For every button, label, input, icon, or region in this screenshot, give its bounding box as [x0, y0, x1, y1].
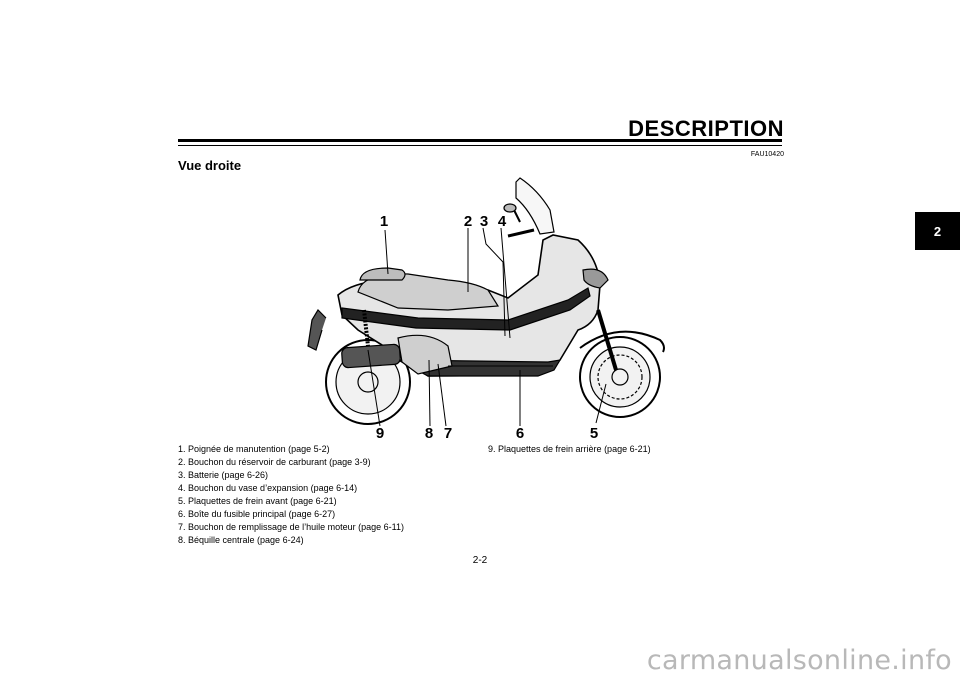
document-code: FAU10420: [750, 151, 784, 158]
legend-item: 7. Bouchon de remplissage de l’huile mot…: [178, 522, 404, 532]
callout-9: 9: [376, 425, 384, 442]
callout-7: 7: [444, 425, 452, 442]
rear-wheel: [325, 339, 411, 425]
legend-left: 1. Poignée de manutention (page 5-2) 2. …: [178, 443, 404, 547]
page-number: 2-2: [472, 555, 488, 566]
callout-3: 3: [480, 213, 488, 230]
legend-item: 2. Bouchon du réservoir de carburant (pa…: [178, 457, 371, 467]
header-rule-thick: [178, 139, 782, 142]
callout-1: 1: [380, 213, 388, 230]
page-title: DESCRIPTION: [628, 116, 784, 141]
callout-5: 5: [590, 425, 598, 442]
legend-item: 8. Béquille centrale (page 6-24): [178, 535, 304, 545]
legend-item: 1. Poignée de manutention (page 5-2): [178, 444, 330, 454]
legend-item: 9. Plaquettes de frein arrière (page 6-2…: [488, 444, 651, 454]
front-wheel: [579, 336, 661, 418]
legend-item: 4. Bouchon du vase d’expansion (page 6-1…: [178, 483, 358, 493]
legend-item: 6. Boîte du fusible principal (page 6-27…: [178, 509, 336, 519]
watermark: carmanualsonline.info: [646, 645, 952, 676]
chapter-tab[interactable]: 2: [915, 212, 960, 250]
callout-2: 2: [464, 213, 472, 230]
scooter-illustration: 1 2 3 4 5 6 7 8 9: [307, 177, 665, 442]
legend-right: 9. Plaquettes de frein arrière (page 6-2…: [488, 443, 651, 456]
scooter-right-view-figure: 1 2 3 4 5 6 7 8 9: [298, 170, 673, 442]
callout-6: 6: [516, 425, 524, 442]
legend-item: 5. Plaquettes de frein avant (page 6-21): [178, 496, 337, 506]
legend-item: 3. Batterie (page 6-26): [178, 470, 269, 480]
header-rule-thin: [178, 145, 782, 146]
callout-4: 4: [498, 213, 507, 230]
callout-8: 8: [425, 425, 433, 442]
section-title: Vue droite: [178, 158, 242, 173]
